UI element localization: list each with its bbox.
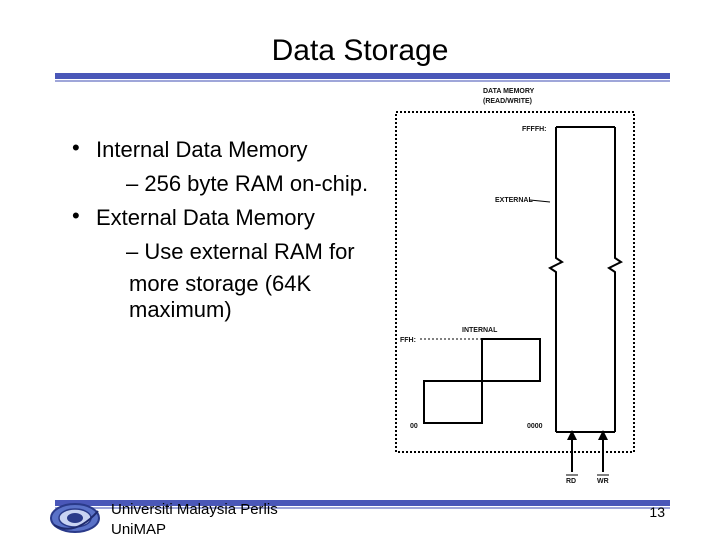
slide-title: Data Storage	[271, 34, 449, 67]
internal-lower-block	[423, 380, 483, 424]
sub-bullet-item: – 256 byte RAM on-chip.	[126, 171, 369, 196]
bullet-item: Internal Data Memory	[96, 137, 308, 162]
rd-arrowhead	[567, 430, 577, 440]
memory-map-diagram: DATA MEMORY (READ/WRITE) FFFFH: EXTERNAL…	[395, 88, 635, 485]
sub-bullet-item: more storage (64K	[129, 271, 312, 296]
bullet-item: External Data Memory	[96, 205, 315, 230]
diagram-header-sub: (READ/WRITE)	[483, 98, 532, 105]
bullet-dot: •	[72, 135, 80, 160]
page-number: 13	[649, 504, 665, 520]
title-divider	[55, 73, 670, 79]
memory-boundary	[395, 111, 635, 453]
bullet-dot: •	[72, 203, 80, 228]
title-divider-light	[55, 80, 670, 82]
footer-university: Universiti Malaysia Perlis	[111, 501, 278, 518]
label-rd: RD	[566, 478, 576, 485]
diagram-header: DATA MEMORY	[483, 88, 535, 95]
label-ffffh: FFFFH:	[522, 126, 547, 133]
external-right-edge	[607, 127, 623, 432]
internal-upper-block	[481, 338, 541, 382]
sub-bullet-item: – Use external RAM for	[126, 239, 355, 264]
label-external: EXTERNAL	[495, 197, 533, 204]
footer-short-name: UniMAP	[111, 521, 167, 538]
label-wr: WR	[597, 478, 609, 485]
label-0000: 0000	[527, 423, 543, 430]
university-logo-icon	[50, 503, 100, 533]
external-left-edge	[548, 127, 564, 432]
footer-divider-light	[55, 507, 670, 509]
label-internal: INTERNAL	[462, 327, 498, 334]
sub-bullet-item: maximum)	[129, 297, 232, 322]
footer-institution: Universiti Malaysia Perlis UniMAP	[111, 500, 278, 540]
label-00: 00	[410, 423, 418, 430]
label-ffh: FFH:	[400, 337, 416, 344]
external-pointer	[529, 199, 551, 203]
wr-arrowhead	[598, 430, 608, 440]
footer-divider	[55, 500, 670, 506]
